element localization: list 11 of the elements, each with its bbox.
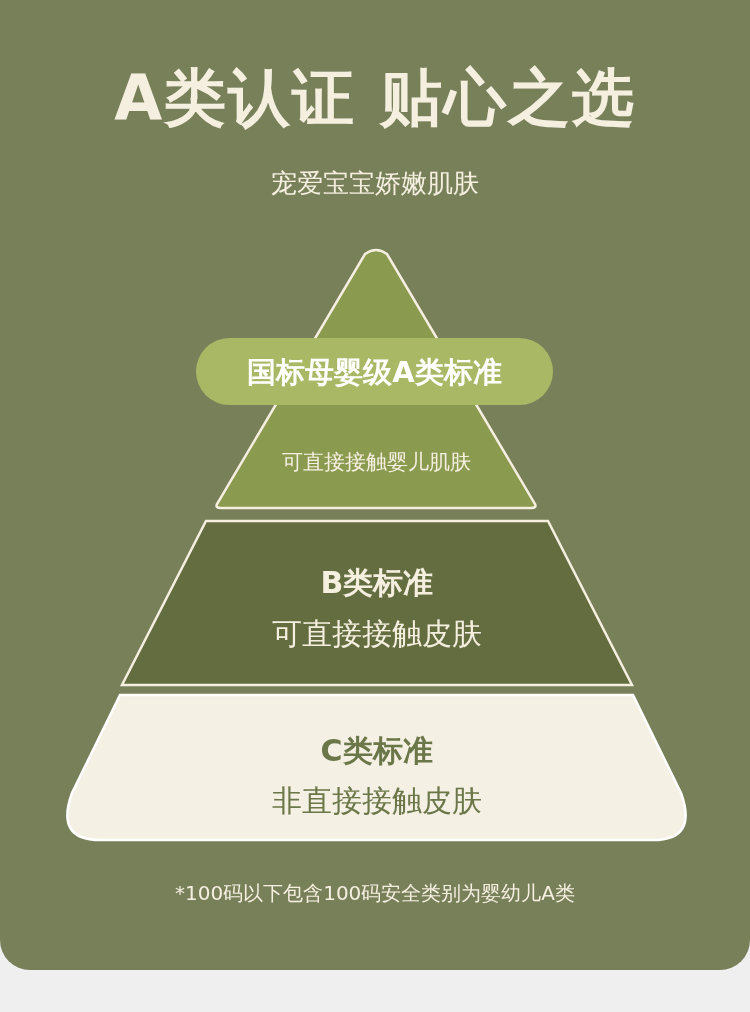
- pyramid-middle-tier: [120, 519, 634, 687]
- tier-text: 非直接接触皮肤: [270, 782, 483, 820]
- tier-heading: B类标准: [319, 564, 435, 602]
- footnote: *100码以下包含100码安全类别为婴幼儿A类: [174, 880, 576, 907]
- tier-heading: C类标准: [319, 732, 434, 770]
- title: A类认证 贴心之选: [113, 60, 637, 136]
- badge-text: 国标母婴级A类标准: [246, 354, 503, 391]
- subtitle: 宠爱宝宝娇嫩肌肤: [270, 167, 480, 200]
- tier-text: 可直接接触婴儿肌肤: [280, 449, 472, 476]
- tier-text: 可直接接触皮肤: [271, 615, 483, 653]
- pyramid-base-tier: [63, 693, 690, 842]
